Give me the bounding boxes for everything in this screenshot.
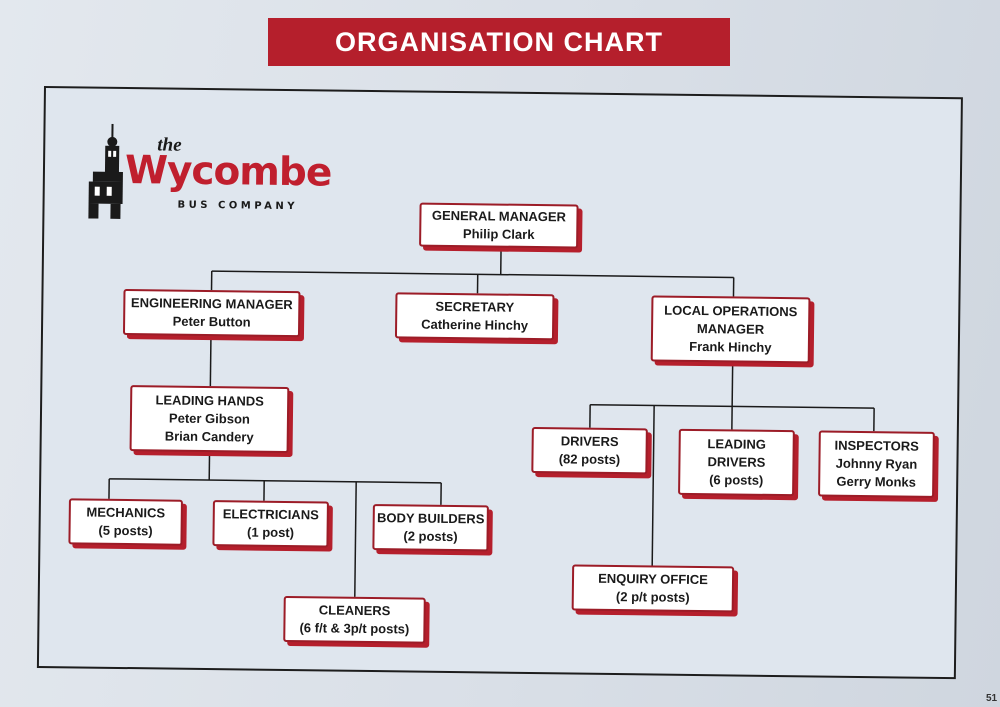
role-title: MANAGER [696,320,765,337]
post-count: (2 posts) [403,528,458,545]
role-title: DRIVERS [560,433,619,450]
post-count: (82 posts) [558,451,621,468]
page-title: ORGANISATION CHART [268,18,730,66]
inspectors-box: INSPECTORS Johnny Ryan Gerry Monks [818,430,935,498]
post-count: (5 posts) [98,522,153,539]
general-manager-box: GENERAL MANAGER Philip Clark [419,202,579,249]
local-operations-manager-box: LOCAL OPERATIONS MANAGER Frank Hinchy [650,295,811,364]
person-name: Frank Hinchy [689,338,772,355]
mechanics-box: MECHANICS (5 posts) [68,498,183,546]
role-title: CLEANERS [318,602,391,619]
role-title: SECRETARY [435,298,515,315]
person-name: Johnny Ryan [835,455,918,472]
enquiry-office-box: ENQUIRY OFFICE (2 p/t posts) [571,564,735,613]
person-name: Catherine Hinchy [421,316,529,333]
chart-frame: the Wycombe BUS COMPANY [36,86,963,680]
cleaners-box: CLEANERS (6 f/t & 3p/t posts) [283,595,426,644]
role-title: INSPECTORS [834,437,919,454]
drivers-box: DRIVERS (82 posts) [531,426,648,475]
role-title: LEADING HANDS [155,392,264,409]
role-title: LEADING [707,436,767,452]
role-title: GENERAL MANAGER [431,207,567,225]
secretary-box: SECRETARY Catherine Hinchy [394,292,555,341]
clock-tower-icon [88,123,123,219]
org-connector-lines [108,248,875,597]
leading-drivers-box: LEADING DRIVERS (6 posts) [678,428,795,497]
role-title: ELECTRICIANS [222,506,319,523]
role-title: DRIVERS [707,454,766,470]
role-title: ENGINEERING MANAGER [130,295,293,313]
role-title: BODY BUILDERS [376,510,485,527]
role-title: LOCAL OPERATIONS [664,302,798,320]
body-builders-box: BODY BUILDERS (2 posts) [372,504,489,552]
person-name: Gerry Monks [836,473,917,490]
person-name: Peter Button [172,313,251,330]
role-title: MECHANICS [86,504,166,521]
post-count: (1 post) [246,524,295,541]
post-count: (2 p/t posts) [615,589,690,605]
leading-hands-box: LEADING HANDS Peter Gibson Brian Candery [129,385,290,454]
company-logo: the Wycombe BUS COMPANY [84,123,365,227]
post-count: (6 f/t & 3p/t posts) [299,620,410,637]
post-count: (6 posts) [709,472,764,488]
person-name: Philip Clark [462,226,535,243]
role-title: ENQUIRY OFFICE [598,570,709,588]
engineering-manager-box: ENGINEERING MANAGER Peter Button [122,288,301,338]
person-name: Brian Candery [164,428,254,445]
page-number: 51 [986,693,998,704]
person-name: Peter Gibson [168,410,250,427]
electricians-box: ELECTRICIANS (1 post) [212,500,329,548]
